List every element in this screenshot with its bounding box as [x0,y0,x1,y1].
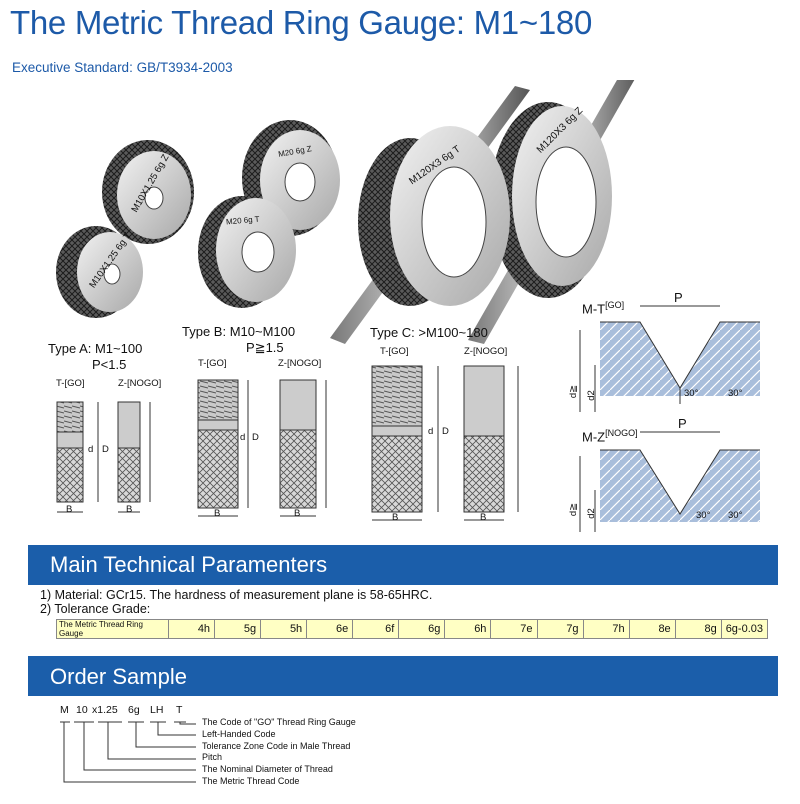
profile-nogo-angle-left: 30° [696,510,711,521]
type-b-sections [197,379,327,517]
parameter-tolerance-heading: 2) Tolerance Grade: [40,602,151,616]
executive-standard: Executive Standard: GB/T3934-2003 [12,60,233,75]
profile-go-angle-right: 30° [728,388,743,399]
profile-nogo-angle-right: 30° [728,510,743,521]
tolerance-grade-cell: 8g [674,619,722,639]
type-b-b-dim: B [214,508,221,519]
tolerance-grade-cell: 6f [352,619,400,639]
type-a-b-dim: B [66,504,73,515]
profile-go-label: M-T[GO] [582,300,625,317]
type-b-nogo-label: Z-[NOGO] [278,358,322,369]
type-b-gauges [198,120,340,308]
type-c-D-dim: D [442,426,449,437]
order-explain-lh: Left-Handed Code [202,729,276,739]
type-b-name: Type B: M10~M100 [182,324,296,339]
profile-go-angle-left: 30° [684,388,699,399]
order-code-m: M [60,704,69,716]
order-explain-diameter: The Nominal Diameter of Thread [202,764,333,774]
page-title: The Metric Thread Ring Gauge: M1~180 [10,4,592,41]
type-b-d-dim: d [240,432,246,443]
section-title-order: Order Sample [50,664,187,689]
type-b-b-dim-2: B [294,508,301,519]
profile-go-d2: d2 [585,390,597,401]
profile-nogo-d: d≧ [568,502,580,517]
type-c-name: Type C: >M100~180 [370,325,488,340]
order-code-diameter: 10 [76,704,88,716]
type-c-sections [371,365,519,521]
section-header-parameters: Main Technical Paramenters [28,545,778,585]
section-header-order: Order Sample [28,656,778,696]
profile-nogo-label: M-Z[NOGO] [582,428,638,445]
type-c-gauges [330,80,635,344]
type-a-D-dim: D [102,444,109,455]
order-explain-metric: The Metric Thread Code [202,776,300,786]
type-a-nogo-label: Z-[NOGO] [118,378,162,389]
order-leader-lines [60,721,196,783]
tolerance-grade-cell: 6g-0.03 [720,619,769,639]
type-a-go-label: T-[GO] [56,378,85,389]
type-b-go-label: T-[GO] [198,358,227,369]
order-code-lh: LH [150,704,164,716]
order-code-t: T [176,704,183,716]
type-c-go-label: T-[GO] [380,346,409,357]
type-c-d-dim: d [428,426,434,437]
tolerance-grade-cell: 6h [444,619,492,639]
tolerance-grade-cell: 5h [260,619,308,639]
type-c-b-dim-2: B [480,512,487,523]
profile-nogo-pitch: P [678,416,687,431]
tolerance-grade-cell: 7e [490,619,538,639]
type-c-nogo-label: Z-[NOGO] [464,346,508,357]
tolerance-grade-cell: 7g [536,619,584,639]
type-a-d-dim: d [88,444,94,455]
tolerance-grade-cell: 8e [628,619,676,639]
type-a-name: Type A: M1~100 [48,341,143,356]
order-code-tolerance: 6g [128,704,140,716]
order-code-pitch: x1.25 [92,704,118,716]
parameter-material: 1) Material: GCr15. The hardness of meas… [40,588,433,602]
order-explain-pitch: Pitch [202,752,223,762]
type-b-condition: P≧1.5 [246,340,284,355]
tolerance-row-label: The Metric Thread Ring Gauge [56,619,169,639]
type-a-gauges [56,140,194,318]
thread-profile-nogo [579,431,760,532]
profile-go-d: d≧ [568,384,580,399]
type-b-D-dim: D [252,432,259,443]
profile-nogo-d2: d2 [585,508,597,519]
section-title-parameters: Main Technical Paramenters [50,552,328,577]
type-c-b-dim: B [392,512,399,523]
type-a-condition: P<1.5 [92,357,127,372]
tolerance-grade-cell: 7h [582,619,630,639]
order-explain-go: The Code of "GO" Thread Ring Gauge [202,717,356,727]
tolerance-grade-cell: 4h [167,619,216,639]
tolerance-grade-cell: 6g [398,619,446,639]
order-explain-tolerance: Tolerance Zone Code in Male Thread [202,741,351,751]
thread-profile-go [579,305,760,412]
type-a-sections [56,401,151,513]
gauge-illustration [56,80,760,532]
profile-go-pitch: P [674,290,683,305]
tolerance-grade-cell: 5g [214,619,262,639]
tolerance-grade-cell: 6e [306,619,354,639]
type-a-b-dim-2: B [126,504,133,515]
